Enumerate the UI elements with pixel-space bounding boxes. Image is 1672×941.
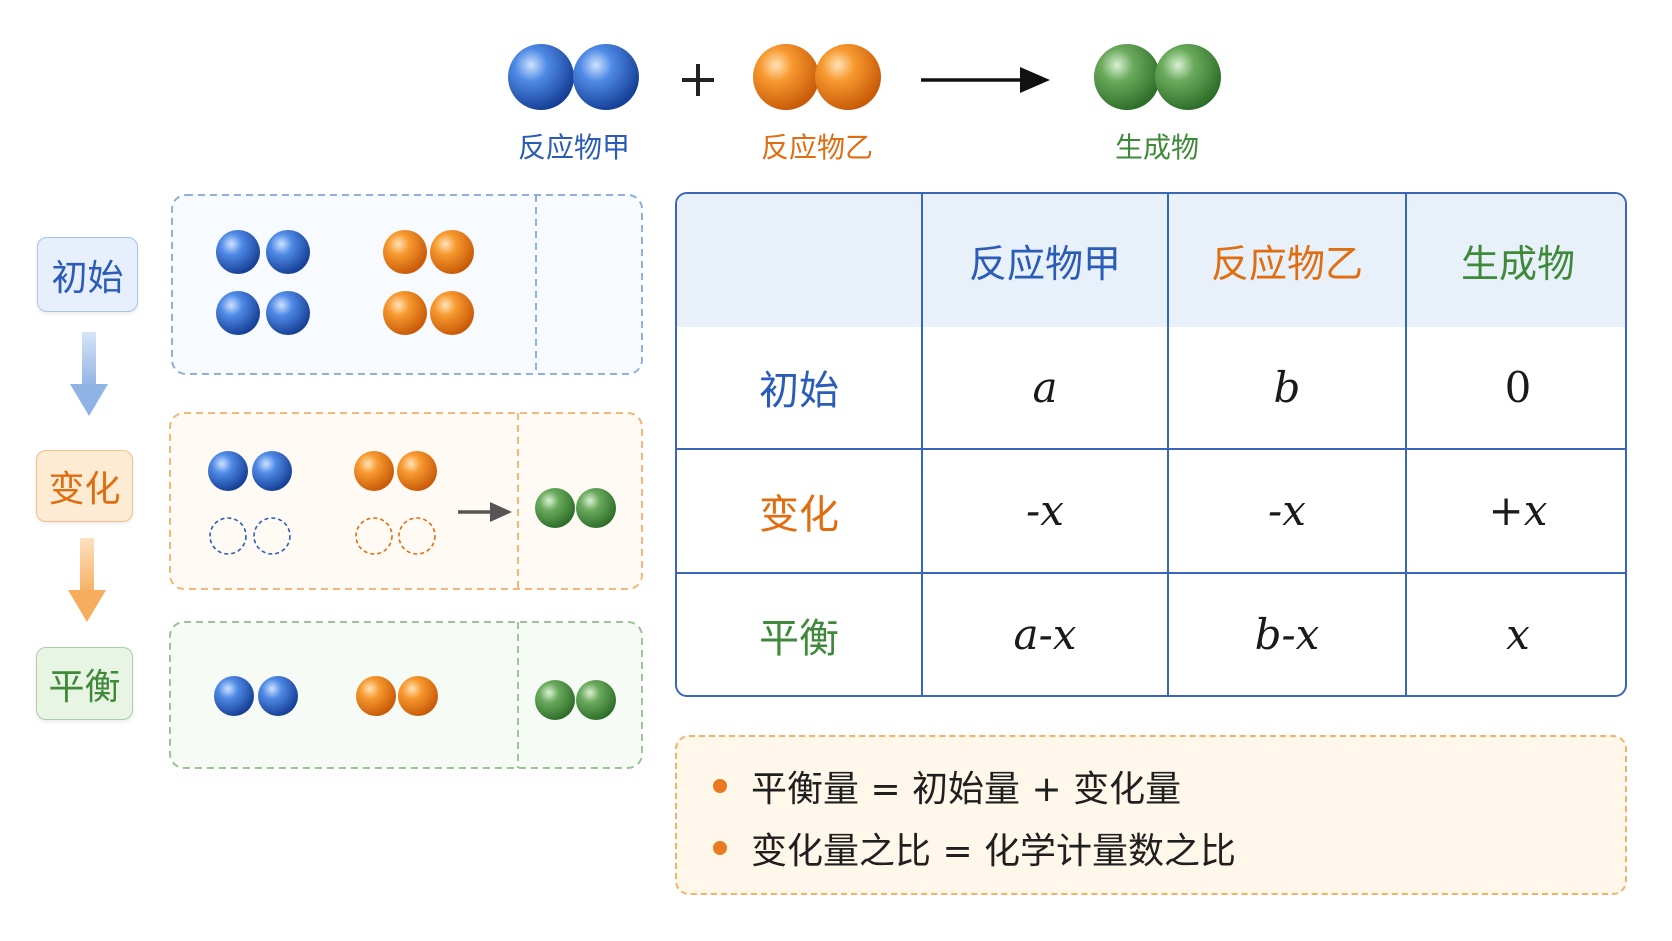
cell-equilibrium-a: a-x	[921, 572, 1169, 695]
ice-table: 反应物甲 反应物乙 生成物 初始 a b 0 变化 -x -x +x	[675, 192, 1627, 697]
note-item: 变化量之比 = 化学计量数之比	[713, 817, 1625, 879]
table-row: 平衡 a-x b-x x	[677, 572, 1625, 695]
equilibrium-product-molecule	[535, 680, 616, 720]
cell-initial-a: a	[921, 327, 1169, 450]
change-reactant-b-consumed-icon	[355, 517, 436, 555]
cell-initial-product: 0	[1405, 327, 1625, 450]
table-header-reactant-a: 反应物甲	[921, 194, 1169, 327]
cell-initial-b: b	[1167, 327, 1407, 450]
bullet-icon	[713, 779, 727, 793]
initial-panel	[171, 194, 643, 375]
cell-change-b: -x	[1167, 447, 1407, 575]
product-label: 生成物	[1114, 131, 1199, 164]
equilibrium-panel	[169, 621, 643, 769]
table-header-reactant-b: 反应物乙	[1167, 194, 1407, 327]
table-header-corner	[677, 194, 923, 327]
change-panel	[169, 412, 643, 590]
cell-change-a: -x	[921, 447, 1169, 575]
table-header-row: 反应物甲 反应物乙 生成物	[677, 194, 1625, 327]
change-arrow-icon	[458, 502, 512, 522]
ice-table-grid: 反应物甲 反应物乙 生成物 初始 a b 0 变化 -x -x +x	[677, 194, 1625, 695]
reactant-b-molecule-icon	[753, 44, 881, 110]
reactant-b-label: 反应物乙	[760, 131, 873, 164]
change-reactant-a-molecule	[208, 451, 292, 491]
note-text: 变化量之比 = 化学计量数之比	[751, 831, 1237, 872]
plus-icon	[682, 64, 714, 96]
stage-initial-label: 初始	[37, 237, 138, 312]
stage-equilibrium-label: 平衡	[36, 647, 133, 720]
product-molecule-icon	[1094, 44, 1221, 110]
initial-reactant-a-molecules	[216, 230, 310, 335]
change-reactant-a-consumed-icon	[209, 517, 291, 555]
cell-equilibrium-product: x	[1405, 572, 1625, 695]
notes-box: 平衡量 = 初始量 + 变化量 变化量之比 = 化学计量数之比	[675, 735, 1627, 895]
reactant-a-molecule-icon	[508, 44, 639, 110]
initial-reactant-b-molecules	[383, 230, 474, 335]
reaction-arrow-icon	[921, 67, 1050, 93]
cell-change-product: +x	[1405, 447, 1625, 575]
row-label-initial: 初始	[677, 327, 923, 450]
flow-down-arrow-1-icon	[70, 332, 108, 416]
reactant-a-label: 反应物甲	[517, 131, 630, 164]
table-row: 初始 a b 0	[677, 327, 1625, 450]
note-text: 平衡量 = 初始量 + 变化量	[751, 769, 1182, 810]
table-row: 变化 -x -x +x	[677, 447, 1625, 575]
flow-down-arrow-2-icon	[68, 538, 106, 622]
row-label-change: 变化	[677, 447, 923, 575]
change-product-molecule	[535, 488, 616, 528]
change-reactant-b-molecule	[354, 451, 437, 491]
equilibrium-reactant-b-molecule	[356, 676, 438, 716]
note-item: 平衡量 = 初始量 + 变化量	[713, 755, 1625, 817]
row-label-equilibrium: 平衡	[677, 572, 923, 695]
table-header-product: 生成物	[1405, 194, 1625, 327]
equilibrium-reactant-a-molecule	[214, 676, 298, 716]
stage-change-label: 变化	[36, 450, 133, 522]
cell-equilibrium-b: b-x	[1167, 572, 1407, 695]
bullet-icon	[713, 841, 727, 855]
